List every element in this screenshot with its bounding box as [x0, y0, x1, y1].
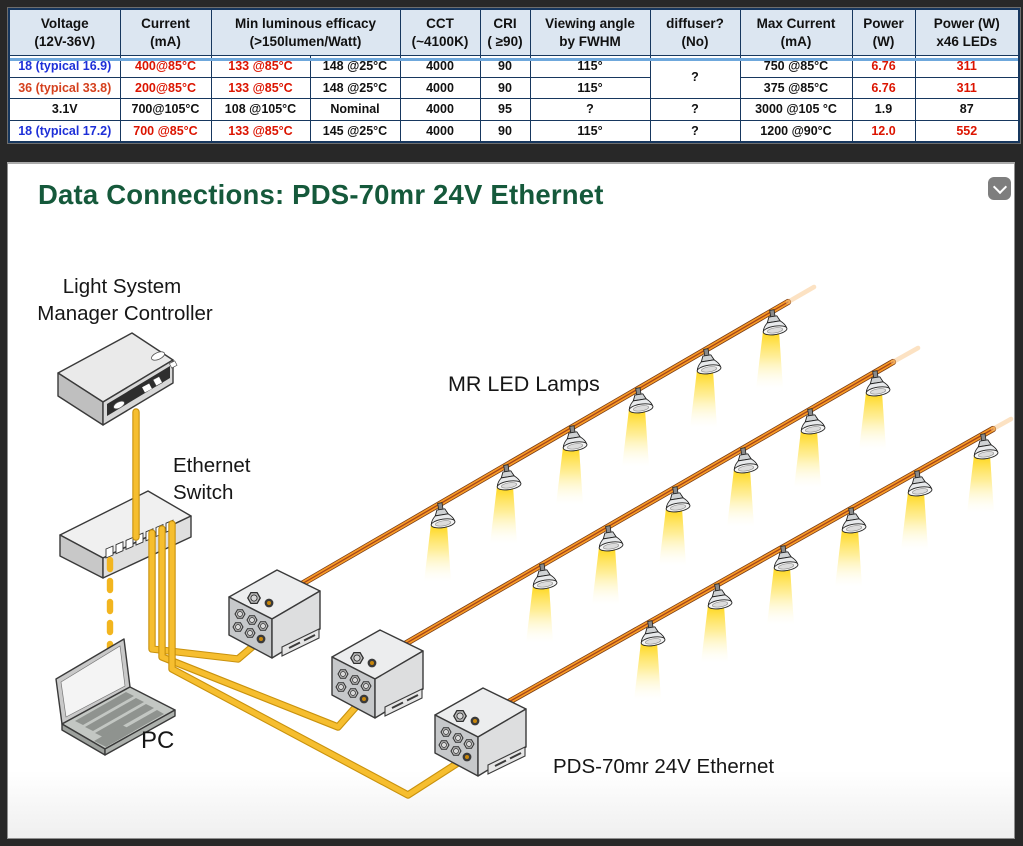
led-spec-table: Voltage(12V-36V) Current(mA) Min luminou… — [8, 8, 1020, 143]
table-cell: Nominal — [310, 99, 400, 121]
table-cell: 375 @85°C — [740, 77, 852, 99]
table-cell: 552 — [915, 120, 1018, 141]
page-title: Data Connections: PDS-70mr 24V Ethernet — [38, 179, 604, 211]
col-efficacy: Min luminous efficacy(>150lumen/Watt) — [211, 10, 400, 56]
col-cct: CCT(~4100K) — [400, 10, 480, 56]
col-diffuser: diffuser?(No) — [650, 10, 740, 56]
col-power-x46: Power (W)x46 LEDs — [915, 10, 1018, 56]
table-header-row: Voltage(12V-36V) Current(mA) Min luminou… — [10, 10, 1018, 56]
table-cell: 700@105°C — [120, 99, 211, 121]
table-row: 18 (typical 17.2) 700 @85°C 133 @85°C 14… — [10, 120, 1018, 141]
col-voltage: Voltage(12V-36V) — [10, 10, 120, 56]
table-cell: 18 (typical 17.2) — [10, 120, 120, 141]
table-row: 36 (typical 33.8) 200@85°C 133 @85°C 148… — [10, 77, 1018, 99]
table-cell: 4000 — [400, 77, 480, 99]
header-divider — [10, 58, 1018, 61]
table-cell: 4000 — [400, 120, 480, 141]
col-max-current: Max Current(mA) — [740, 10, 852, 56]
table-cell: 12.0 — [852, 120, 915, 141]
table-cell: 133 @85°C — [211, 120, 310, 141]
table-cell: 133 @85°C — [211, 77, 310, 99]
diagram-panel — [7, 162, 1015, 839]
table-cell: 3000 @105 °C — [740, 99, 852, 121]
col-viewing-angle: Viewing angleby FWHM — [530, 10, 650, 56]
table-cell: 1200 @90°C — [740, 120, 852, 141]
table-cell: 6.76 — [852, 77, 915, 99]
chevron-down-icon — [992, 179, 1006, 193]
table-cell-merged-diffuser: ? — [650, 56, 740, 99]
table-row: 3.1V 700@105°C 108 @105°C Nominal 4000 9… — [10, 99, 1018, 121]
table-cell: 36 (typical 33.8) — [10, 77, 120, 99]
table-cell: 115° — [530, 120, 650, 141]
table-cell: 3.1V — [10, 99, 120, 121]
table-cell: 148 @25°C — [310, 77, 400, 99]
table-cell: ? — [530, 99, 650, 121]
table-cell: 1.9 — [852, 99, 915, 121]
table-cell: 4000 — [400, 99, 480, 121]
collapse-panel-button[interactable] — [988, 177, 1011, 200]
table-cell: 311 — [915, 77, 1018, 99]
table-cell: 87 — [915, 99, 1018, 121]
table-cell: 95 — [480, 99, 530, 121]
table-cell: ? — [650, 99, 740, 121]
table-cell: ? — [650, 120, 740, 141]
col-current: Current(mA) — [120, 10, 211, 56]
table-cell: 700 @85°C — [120, 120, 211, 141]
table-cell: 90 — [480, 77, 530, 99]
col-cri: CRI( ≥90) — [480, 10, 530, 56]
col-power: Power(W) — [852, 10, 915, 56]
table-cell: 108 @105°C — [211, 99, 310, 121]
table-cell: 145 @25°C — [310, 120, 400, 141]
table-cell: 200@85°C — [120, 77, 211, 99]
table-cell: 115° — [530, 77, 650, 99]
table-cell: 90 — [480, 120, 530, 141]
